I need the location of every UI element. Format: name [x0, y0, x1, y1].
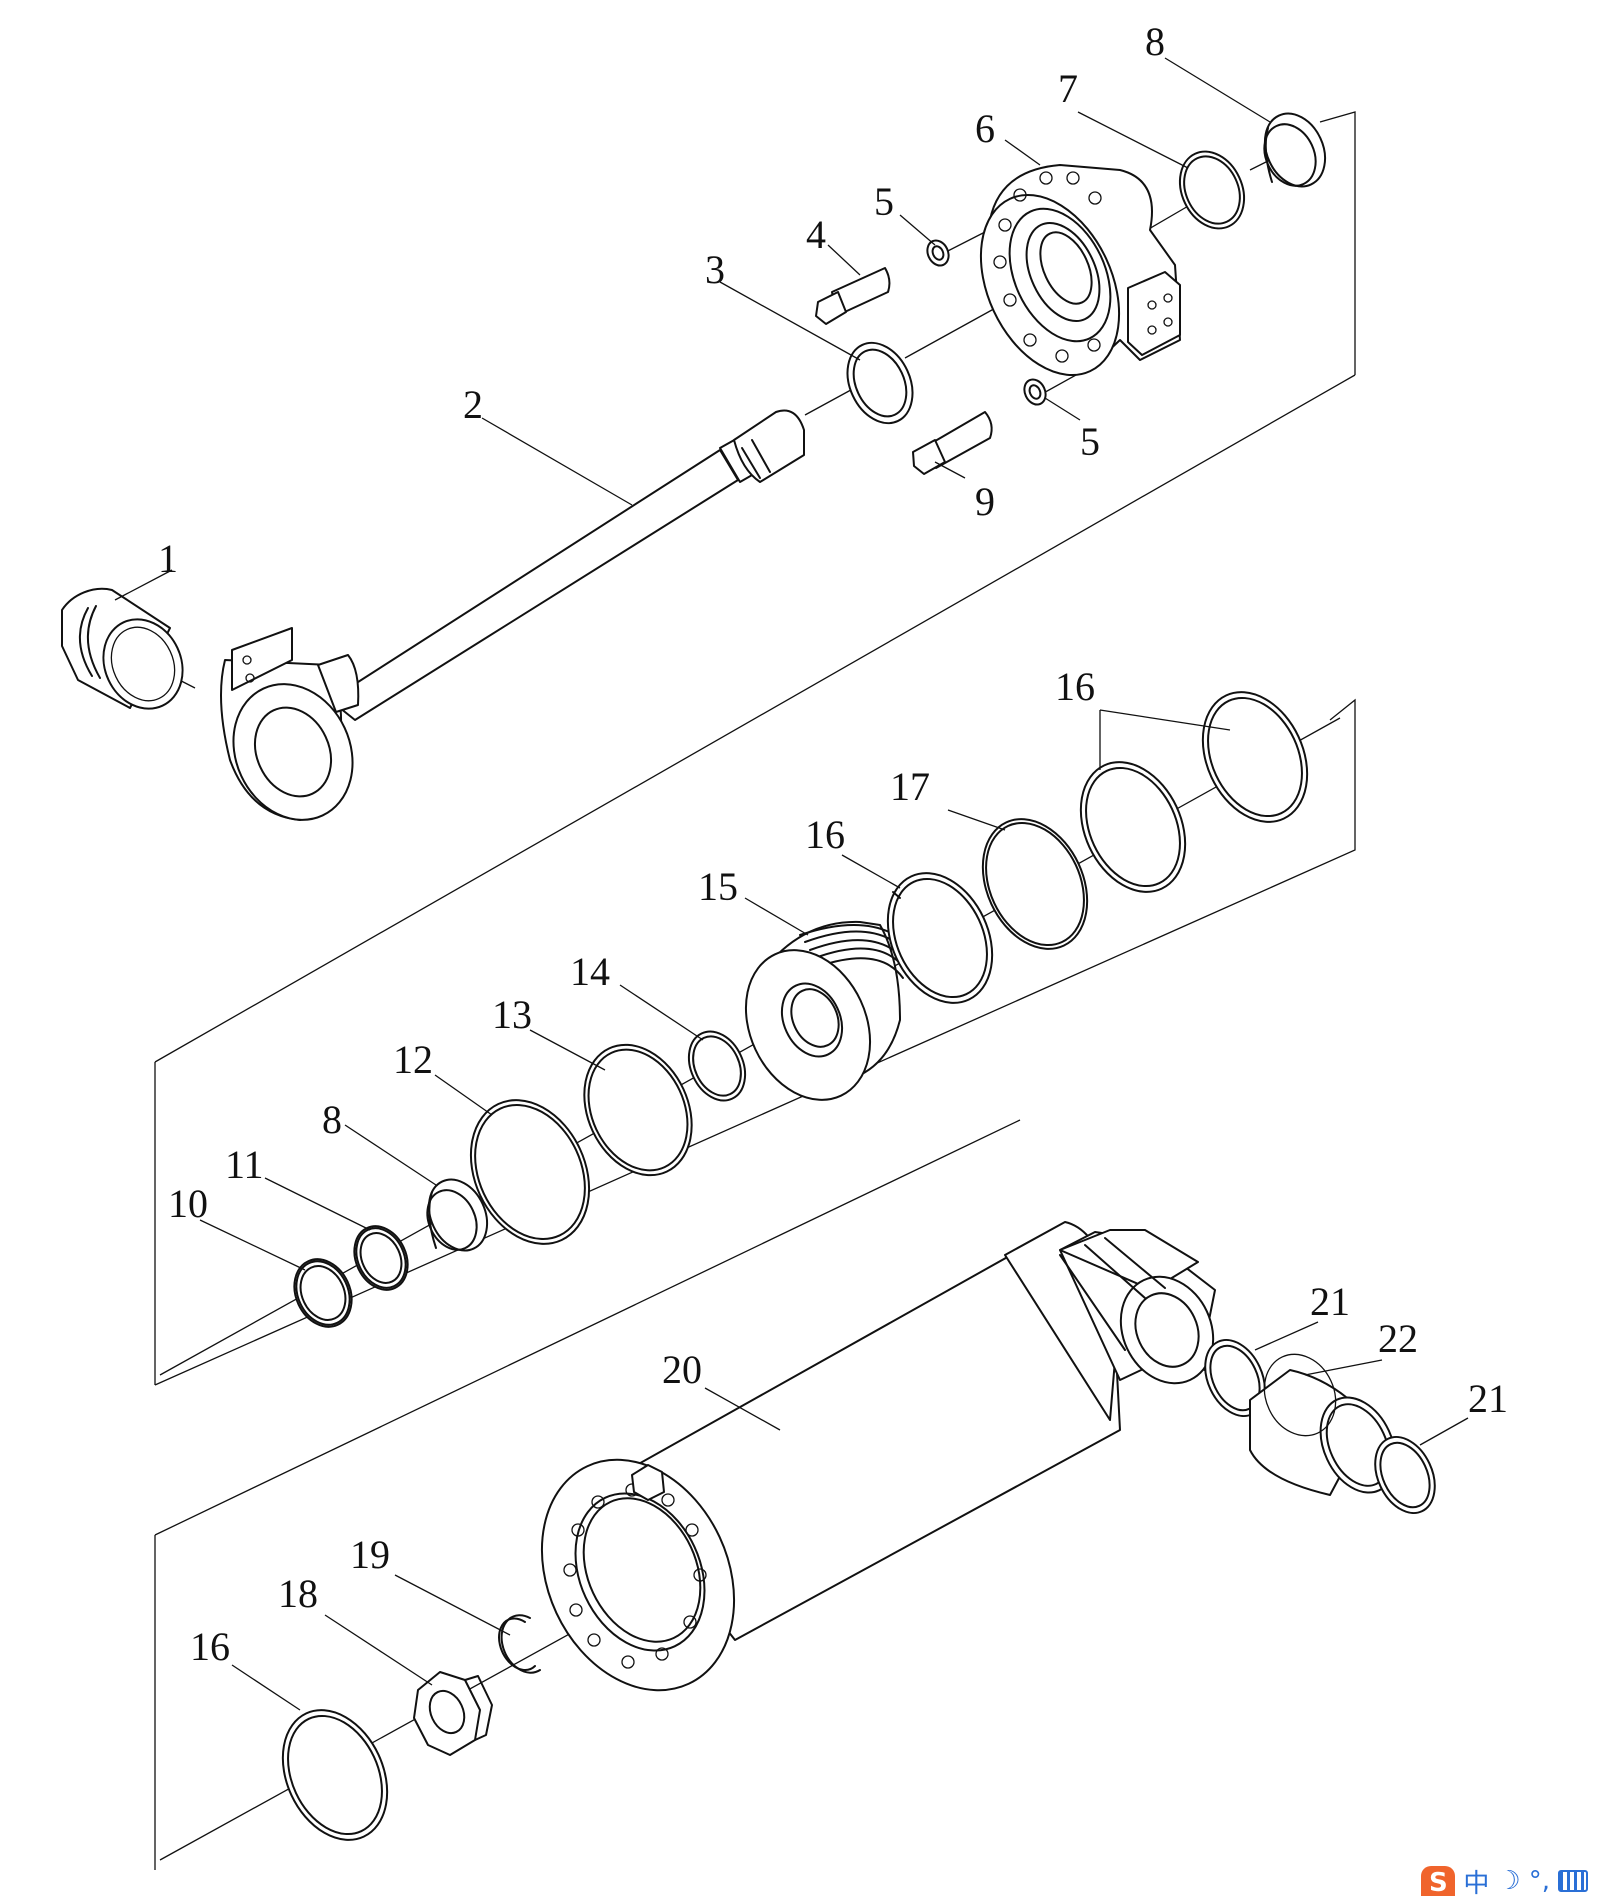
callout-16-middle-left: 16 — [805, 812, 845, 857]
part-19-snap-ring — [498, 1614, 541, 1674]
part-8-wiper-seal-middle — [426, 1178, 489, 1252]
part-4-bolt — [815, 267, 891, 325]
moon-icon[interactable]: ☽ — [1497, 1866, 1521, 1896]
part-17-o-ring — [981, 818, 1089, 950]
part-16-support-ring-c — [1201, 691, 1309, 823]
part-6-cylinder-head — [979, 164, 1181, 376]
callout-3: 3 — [705, 247, 725, 292]
part-18-nut — [413, 1671, 493, 1756]
punctuation-icon[interactable]: °, — [1528, 1866, 1550, 1896]
callout-16-middle-right: 16 — [1055, 664, 1095, 709]
part-7-o-ring — [1178, 150, 1246, 230]
callout-2: 2 — [463, 382, 483, 427]
part-21-bushing-ring-b — [1374, 1435, 1436, 1515]
section-frames — [154, 111, 1356, 1870]
callout-7: 7 — [1058, 66, 1078, 111]
callout-1: 1 — [158, 536, 178, 581]
part-20-cylinder-barrel — [540, 1221, 1216, 1692]
callout-9: 9 — [975, 479, 995, 524]
callout-20: 20 — [662, 1347, 702, 1392]
part-1-bushing — [61, 587, 184, 710]
callout-22: 22 — [1378, 1316, 1418, 1361]
part-3-seal-ring — [846, 341, 914, 425]
sogou-logo-icon[interactable]: S — [1421, 1866, 1456, 1898]
part-15-piston — [744, 920, 904, 1101]
part-9-bolt — [912, 411, 993, 475]
callout-10: 10 — [168, 1181, 208, 1226]
part-5-washer-upper — [926, 239, 950, 267]
callout-21-lower: 21 — [1468, 1376, 1508, 1421]
leader-lines — [114, 57, 1469, 1711]
part-11-seal-ring — [353, 1225, 409, 1291]
callout-21-upper: 21 — [1310, 1279, 1350, 1324]
callout-13: 13 — [492, 992, 532, 1037]
callout-14: 14 — [570, 949, 610, 994]
callout-8-middle: 8 — [322, 1097, 342, 1142]
part-13-o-ring — [583, 1043, 693, 1177]
part-8-wiper-seal-top — [1263, 112, 1327, 188]
part-16-support-ring-a — [886, 872, 994, 1004]
callout-5-lower: 5 — [1080, 419, 1100, 464]
input-mode-toggle[interactable]: 中 — [1463, 1868, 1490, 1899]
callout-17: 17 — [890, 764, 930, 809]
callout-11: 11 — [225, 1142, 264, 1187]
callout-12: 12 — [393, 1037, 433, 1082]
keyboard-icon[interactable] — [1558, 1870, 1588, 1892]
part-2-piston-rod — [220, 409, 805, 821]
ime-toolbar[interactable]: S 中 ☽ °, — [1421, 1866, 1588, 1899]
part-12-o-ring — [469, 1099, 591, 1245]
callout-16-bottom: 16 — [190, 1624, 230, 1669]
callout-4: 4 — [806, 212, 826, 257]
callout-6: 6 — [975, 106, 995, 151]
part-5-washer-lower — [1023, 378, 1047, 406]
callout-8-top: 8 — [1145, 19, 1165, 64]
callout-15: 15 — [698, 864, 738, 909]
callout-19: 19 — [350, 1532, 390, 1577]
part-14-o-ring — [687, 1030, 747, 1102]
callout-5-upper: 5 — [874, 179, 894, 224]
part-10-guide-ring — [293, 1258, 353, 1328]
callout-18: 18 — [278, 1571, 318, 1616]
part-16-support-ring-b — [1079, 761, 1187, 893]
callout-labels: 1 2 3 4 5 6 7 8 5 9 16 17 16 15 14 13 12… — [158, 19, 1508, 1669]
part-16-support-ring-d — [281, 1709, 389, 1841]
